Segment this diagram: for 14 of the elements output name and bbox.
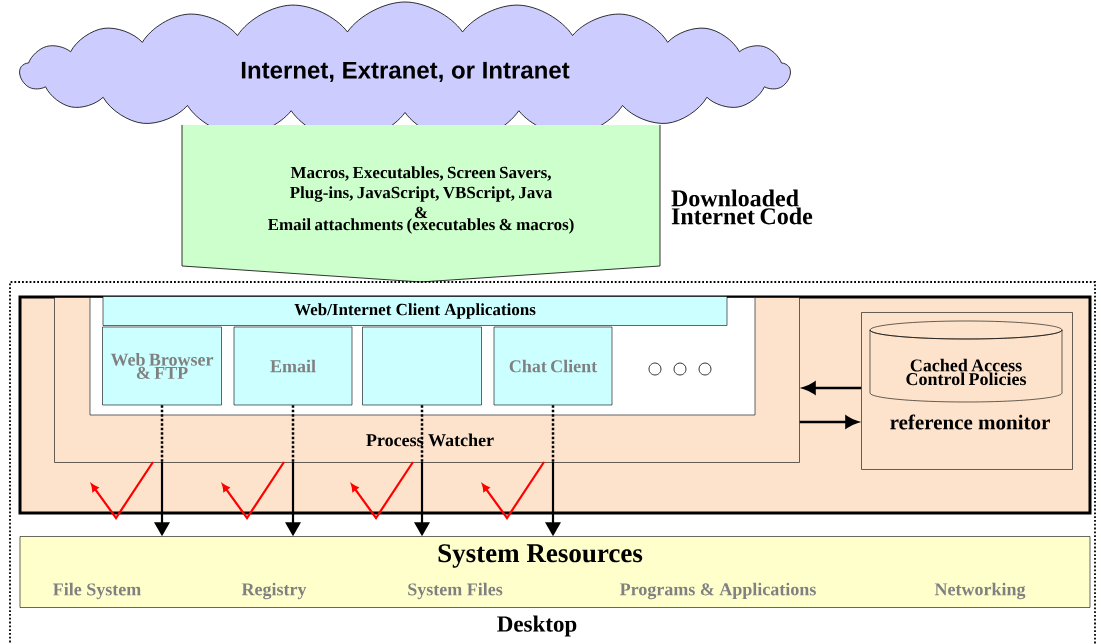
- app-box: Web Browser & FTP: [102, 326, 222, 406]
- arrow: [799, 415, 859, 429]
- arrow: [545, 462, 561, 537]
- arrow: [154, 462, 170, 537]
- arrow: [802, 381, 862, 395]
- database-cylinder: Cached Access Control Policies: [869, 320, 1063, 403]
- arrow: [414, 462, 430, 537]
- app-box: Email: [233, 326, 353, 406]
- header-bar: Web/Internet Client Applications: [102, 296, 728, 326]
- resources-box: System Resources File System Registry System Files Programs & Applications Networking: [19, 536, 1091, 608]
- app-box: Chat Client: [493, 326, 613, 406]
- app-box: [362, 326, 482, 406]
- arrow: [285, 462, 301, 537]
- node-label: Downloaded Internet Code: [671, 189, 813, 225]
